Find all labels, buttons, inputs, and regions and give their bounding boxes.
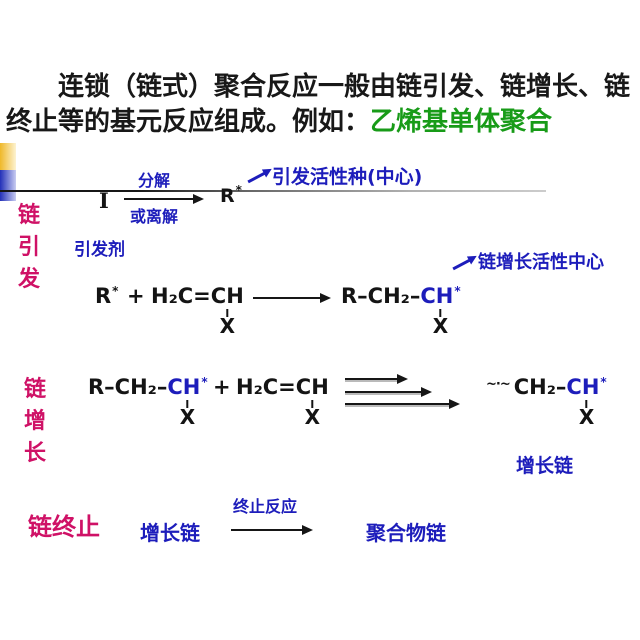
growth-center-annotation: 链增长活性中心	[478, 252, 604, 273]
product-star: *	[600, 375, 607, 389]
monomer-ch: CH	[295, 375, 329, 399]
monomer-formula: H₂C=CH X	[236, 375, 329, 427]
vertical-bond	[311, 400, 314, 408]
reaction-arrow	[253, 293, 331, 303]
monomer-ch: CH	[210, 284, 244, 308]
primary-radical: R*	[220, 183, 242, 207]
termination-arrow-label: 终止反应	[233, 497, 298, 516]
monomer-head: H₂C=	[236, 375, 296, 399]
stage-char: 长	[24, 441, 47, 466]
vertical-bond	[226, 309, 229, 317]
chain-head: R–CH₂–	[88, 375, 168, 399]
vertical-bond	[439, 309, 442, 317]
chain-star: *	[201, 375, 208, 389]
stage-char: 引	[18, 235, 41, 260]
chain-radical-formula: R–CH₂–CH* X	[88, 375, 208, 427]
horizontal-rule	[0, 190, 546, 192]
substituent-group: X	[579, 400, 594, 427]
substituent-group: X	[220, 309, 235, 336]
pointer-arrow-icon	[452, 258, 471, 271]
substituent-x: X	[304, 405, 320, 429]
termination-arrow	[231, 525, 313, 535]
substituent-group: X	[305, 400, 320, 427]
termination-reactant-label: 增长链	[140, 521, 200, 545]
growing-chain-label: 增长链	[516, 455, 574, 477]
init-radical: R*	[95, 284, 118, 308]
substituent-x: X	[219, 314, 235, 338]
plus-sign: +	[213, 375, 231, 399]
vertical-bond	[585, 400, 588, 408]
init-product-formula: R–CH₂–CH* X	[341, 284, 461, 336]
gold-accent-bar	[0, 143, 16, 170]
pointer-arrow-icon	[247, 171, 266, 184]
decompose-arrow	[124, 194, 204, 204]
monomer-formula: H₂C=CH X	[151, 284, 244, 336]
product-head: R–CH₂–	[341, 284, 421, 308]
initiator-name-label: 引发剂	[74, 240, 125, 260]
stage-label-initiation: 链 引 发	[18, 200, 40, 296]
vertical-bond	[186, 400, 189, 408]
initiator-symbol: I	[99, 188, 109, 213]
product-head: CH₂–	[513, 375, 567, 399]
repeat-arrow-2	[345, 387, 432, 397]
substituent-group: X	[433, 309, 448, 336]
growing-chain-formula: ~·~CH₂–CH* X	[486, 375, 607, 427]
substituent-x: X	[578, 405, 595, 429]
title-black-text: 连锁（链式）聚合反应一般由链引发、链增长、链终止等的基元反应组成。例如：	[6, 72, 631, 137]
title-green-text: 乙烯基单体聚合	[370, 107, 553, 137]
dissociate-label: 或离解	[130, 207, 179, 226]
product-ch: CH	[566, 375, 600, 399]
substituent-x: X	[432, 314, 449, 338]
blue-accent-bar	[0, 170, 16, 201]
stage-char: 链	[18, 203, 41, 228]
decompose-label: 分解	[138, 171, 171, 190]
radical-symbol: R	[95, 284, 112, 308]
active-species-annotation: 引发活性种(中心)	[272, 166, 423, 188]
stage-char: 发	[18, 267, 41, 292]
substituent-x: X	[179, 405, 196, 429]
plus-sign: +	[127, 284, 145, 308]
repeat-arrow-3	[345, 399, 460, 409]
chain-squiggle: ~·~	[486, 377, 511, 392]
product-ch: CH	[420, 284, 454, 308]
product-star: *	[454, 284, 461, 298]
stage-char: 增	[24, 409, 47, 434]
chain-ch: CH	[167, 375, 201, 399]
monomer-head: H₂C=	[151, 284, 211, 308]
slide-title: 连锁（链式）聚合反应一般由链引发、链增长、链终止等的基元反应组成。例如：乙烯基单…	[6, 70, 636, 140]
stage-label-termination: 链终止	[28, 513, 100, 541]
radical-star: *	[112, 284, 119, 298]
radical-symbol: R	[220, 185, 235, 207]
substituent-group: X	[180, 400, 195, 427]
radical-star: *	[235, 183, 242, 197]
stage-char: 链	[24, 377, 47, 402]
stage-label-propagation: 链 增 长	[24, 374, 46, 470]
repeat-arrow-1	[345, 374, 408, 384]
polymer-chain-label: 聚合物链	[366, 521, 446, 545]
